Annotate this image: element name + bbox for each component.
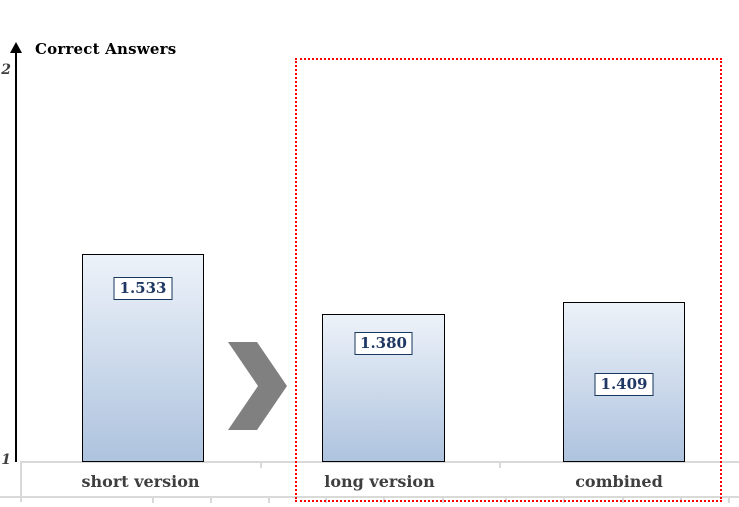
chart-title: Correct Answers xyxy=(35,40,177,58)
outer-axis-tick xyxy=(210,497,212,503)
category-label-short-version: short version xyxy=(81,472,200,491)
outer-axis-line xyxy=(0,496,739,498)
highlight-box xyxy=(295,58,722,502)
outer-axis-tick xyxy=(152,497,154,503)
category-label-combined: combined xyxy=(575,472,663,491)
outer-axis-tick xyxy=(268,497,270,503)
y-tick-label-1: 1 xyxy=(1,452,11,468)
chevron-shape xyxy=(228,342,287,430)
value-label-short-version: 1.533 xyxy=(113,277,173,300)
y-axis-arrowhead-icon xyxy=(10,42,22,53)
category-boundary-tick xyxy=(499,462,501,468)
category-boundary-tick xyxy=(260,462,262,468)
category-axis-line xyxy=(20,461,739,463)
y-tick-label-2: 2 xyxy=(1,62,11,78)
outer-axis-tick xyxy=(728,497,730,503)
arrow-chevron-icon xyxy=(228,342,287,430)
category-label-long-version: long version xyxy=(324,472,435,491)
value-label-combined: 1.409 xyxy=(594,373,654,396)
axis-strip-left-border xyxy=(20,461,22,502)
value-label-long-version: 1.380 xyxy=(354,332,413,355)
y-axis-line xyxy=(15,52,17,462)
